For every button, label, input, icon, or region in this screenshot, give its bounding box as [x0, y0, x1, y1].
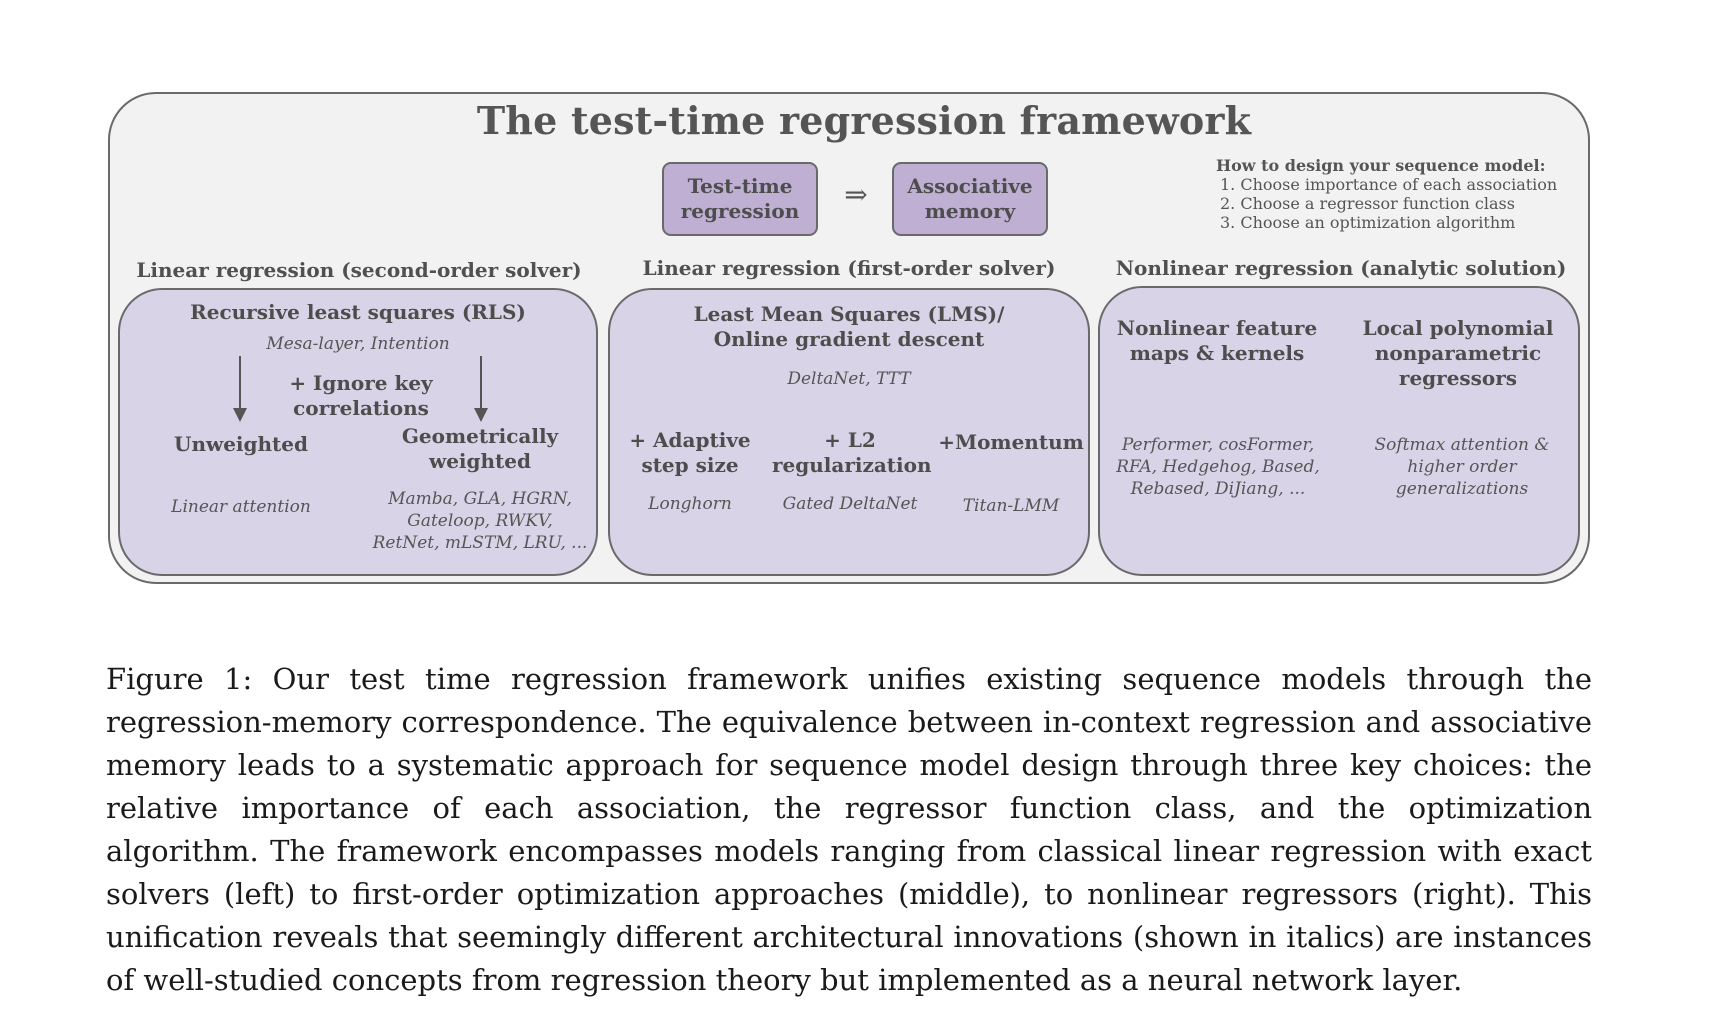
test-time-regression-box: Test-time regression [662, 162, 818, 236]
arrow-line-geometric [480, 356, 482, 410]
column-heading-nonlinear: Nonlinear regression (analytic solution) [1115, 256, 1567, 280]
design-instructions: How to design your sequence model: 1. Ch… [1216, 156, 1557, 232]
implies-arrow-icon: ⇒ [844, 178, 868, 211]
l2-regularization-label: + L2 regularization [772, 428, 932, 477]
unweighted-models: Linear attention [171, 497, 311, 517]
caption-label: Figure 1: [106, 662, 253, 696]
unweighted-label: Unweighted [174, 432, 308, 456]
arrow-down-icon [474, 408, 488, 422]
design-step: 2. Choose a regressor function class [1220, 194, 1515, 213]
geometric-models: Mamba, GLA, HGRN, Gateloop, RWKV, RetNet… [372, 489, 588, 553]
design-instructions-heading: How to design your sequence model: [1216, 156, 1546, 175]
panel-nonlinear [1098, 286, 1580, 576]
momentum-label: +Momentum [938, 430, 1084, 454]
nonlinear-feature-maps-label: Nonlinear feature maps & kernels [1116, 316, 1318, 365]
arrow-line-unweighted [239, 356, 241, 410]
lms-method: Least Mean Squares (LMS)/ Online gradien… [693, 302, 1005, 351]
panel-first-order [608, 288, 1090, 576]
geometrically-weighted-label: Geometrically weighted [401, 424, 559, 473]
design-step: 1. Choose importance of each association [1220, 175, 1558, 194]
adaptive-step-size-models: Longhorn [648, 494, 732, 514]
local-polynomial-label: Local polynomial nonparametric regressor… [1362, 316, 1554, 390]
nonlinear-feature-maps-models: Performer, cosFormer, RFA, Hedgehog, Bas… [1116, 435, 1320, 499]
associative-memory-box: Associative memory [892, 162, 1048, 236]
caption-text: Our test time regression framework unifi… [106, 662, 1592, 997]
lms-models: DeltaNet, TTT [787, 369, 911, 389]
momentum-models: Titan-LMM [962, 496, 1060, 516]
rls-method: Recursive least squares (RLS) [190, 300, 526, 324]
column-heading-first-order: Linear regression (first-order solver) [642, 256, 1056, 280]
l2-regularization-models: Gated DeltaNet [782, 494, 918, 514]
design-step: 3. Choose an optimization algorithm [1220, 213, 1516, 232]
figure-title: The test-time regression framework [476, 98, 1252, 143]
rls-models: Mesa-layer, Intention [266, 334, 450, 354]
arrow-down-icon [233, 408, 247, 422]
ignore-key-correlations-label: + Ignore key correlations [289, 371, 433, 420]
figure-caption: Figure 1: Our test time regression frame… [106, 658, 1592, 1002]
local-polynomial-models: Softmax attention & higher order general… [1374, 435, 1550, 499]
panel-second-order [118, 288, 598, 576]
column-heading-second-order: Linear regression (second-order solver) [136, 258, 582, 282]
adaptive-step-size-label: + Adaptive step size [629, 428, 751, 477]
